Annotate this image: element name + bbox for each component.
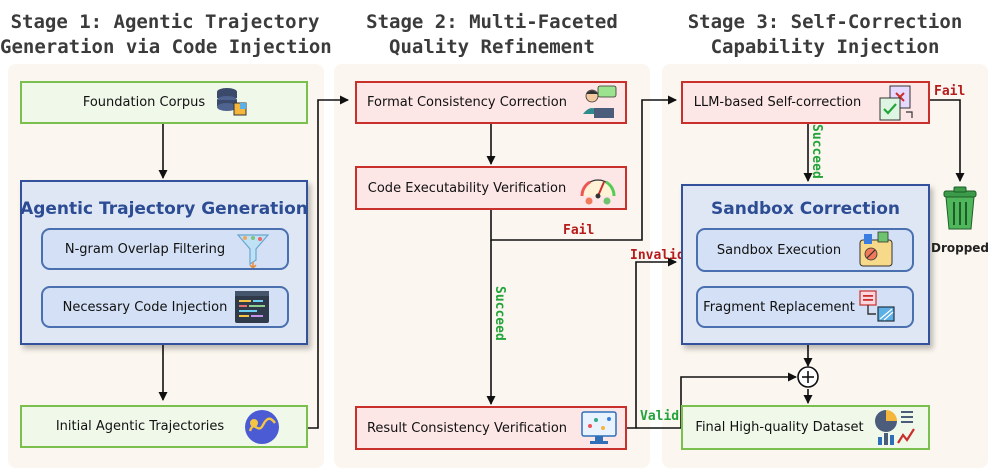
code-injection-label: Necessary Code Injection	[62, 299, 228, 315]
fragment-replacement-label: Fragment Replacement	[703, 299, 855, 315]
plus-circle-icon	[797, 366, 819, 388]
stage2-title: Stage 2: Multi-Faceted Quality Refinemen…	[330, 10, 654, 60]
sandbox-icon	[859, 231, 893, 267]
foundation-corpus-label: Foundation Corpus	[82, 95, 206, 110]
stage3-title-line1: Stage 3: Self-Correction	[687, 11, 963, 33]
arrow-valid-to-plus	[636, 372, 797, 429]
dashboard-icon	[875, 410, 915, 445]
succeed-label-stage3: Succeed	[809, 124, 824, 179]
stage2-title-line2: Quality Refinement	[389, 36, 595, 58]
foundation-corpus-box: Foundation Corpus	[20, 81, 308, 124]
fail-label-stage3: Fail	[934, 84, 966, 99]
arrow-initial-to-format	[307, 95, 349, 429]
trash-icon	[943, 186, 977, 230]
stage2-title-line1: Stage 2: Multi-Faceted	[366, 11, 618, 33]
code-editor-icon	[235, 291, 269, 323]
gauge-icon	[580, 179, 616, 205]
self-correction-label: LLM-based Self-correction	[693, 95, 862, 110]
dropped-label: Dropped	[930, 241, 990, 255]
arrow-result-invalid-to-sandbox	[627, 257, 677, 429]
database-icon	[217, 88, 247, 116]
stage1-title: Stage 1: Agentic Trajectory Generation v…	[0, 10, 332, 60]
final-dataset-label: Final High-quality Dataset	[695, 420, 864, 435]
format-correction-label: Format Consistency Correction	[367, 95, 567, 110]
sandbox-correction-title: Sandbox Correction	[711, 199, 900, 219]
ngram-filtering-label: N-gram Overlap Filtering	[64, 241, 226, 257]
agentic-trajectory-generation-title: Agentic Trajectory Generation	[20, 199, 308, 219]
result-verification-label: Result Consistency Verification	[366, 420, 568, 436]
arrow-code-fail-to-selfcorrection	[490, 95, 677, 241]
fragment-icon	[859, 290, 895, 322]
trajectory-icon	[245, 410, 279, 444]
stage1-title-line1: Stage 1: Agentic Trajectory	[10, 11, 320, 33]
fail-label-stage2: Fail	[563, 223, 595, 238]
funnel-icon	[236, 234, 270, 268]
stage1-title-line2: Generation via Code Injection	[0, 36, 332, 58]
valid-label: Valid	[640, 409, 680, 424]
code-verification-box: Code Executability Verification	[355, 166, 627, 210]
stage3-title: Stage 3: Self-Correction Capability Inje…	[658, 10, 992, 60]
self-correction-icon	[879, 85, 913, 121]
format-correction-box: Format Consistency Correction	[355, 81, 627, 124]
initial-trajectories-label: Initial Agentic Trajectories	[55, 419, 225, 434]
sandbox-execution-label: Sandbox Execution	[716, 242, 842, 258]
succeed-label-stage2: Succeed	[492, 286, 507, 341]
monitor-chart-icon	[581, 411, 617, 444]
stage3-title-line2: Capability Injection	[710, 36, 940, 58]
invalid-label: Invalid	[630, 248, 685, 263]
person-laptop-icon	[583, 85, 617, 118]
code-verification-label: Code Executability Verification	[367, 180, 567, 196]
arrow-selfcorrection-fail-to-dropped	[930, 99, 965, 182]
